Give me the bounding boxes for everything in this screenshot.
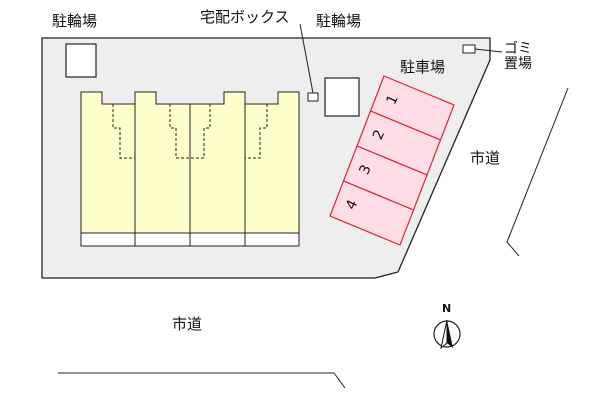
- road-edge-right: [506, 87, 569, 257]
- parking-space-4: [329, 180, 415, 246]
- road-edge-bottom: [58, 372, 346, 389]
- delivery-box-leader: [299, 23, 314, 94]
- road-label-right: 市道: [470, 149, 501, 167]
- bicycle-parking-right-label: 駐輪場: [316, 12, 362, 30]
- compass-north-icon: [433, 319, 461, 350]
- bicycle-parking-left-label: 駐輪場: [52, 12, 98, 30]
- balconies: [80, 232, 300, 247]
- car-parking-label: 駐車場: [400, 58, 446, 76]
- bicycle-parking-right-box: [324, 77, 360, 117]
- delivery-box-label: 宅配ボックス: [200, 8, 290, 26]
- garbage-leader: [474, 48, 503, 53]
- bicycle-parking-left-box: [65, 43, 97, 78]
- garbage-label: ゴミ 置場: [504, 41, 532, 72]
- north-label: N: [442, 302, 452, 315]
- road-label-bottom: 市道: [172, 315, 203, 333]
- interior-dashed-lines: [112, 104, 268, 159]
- apartment-building: [80, 91, 300, 234]
